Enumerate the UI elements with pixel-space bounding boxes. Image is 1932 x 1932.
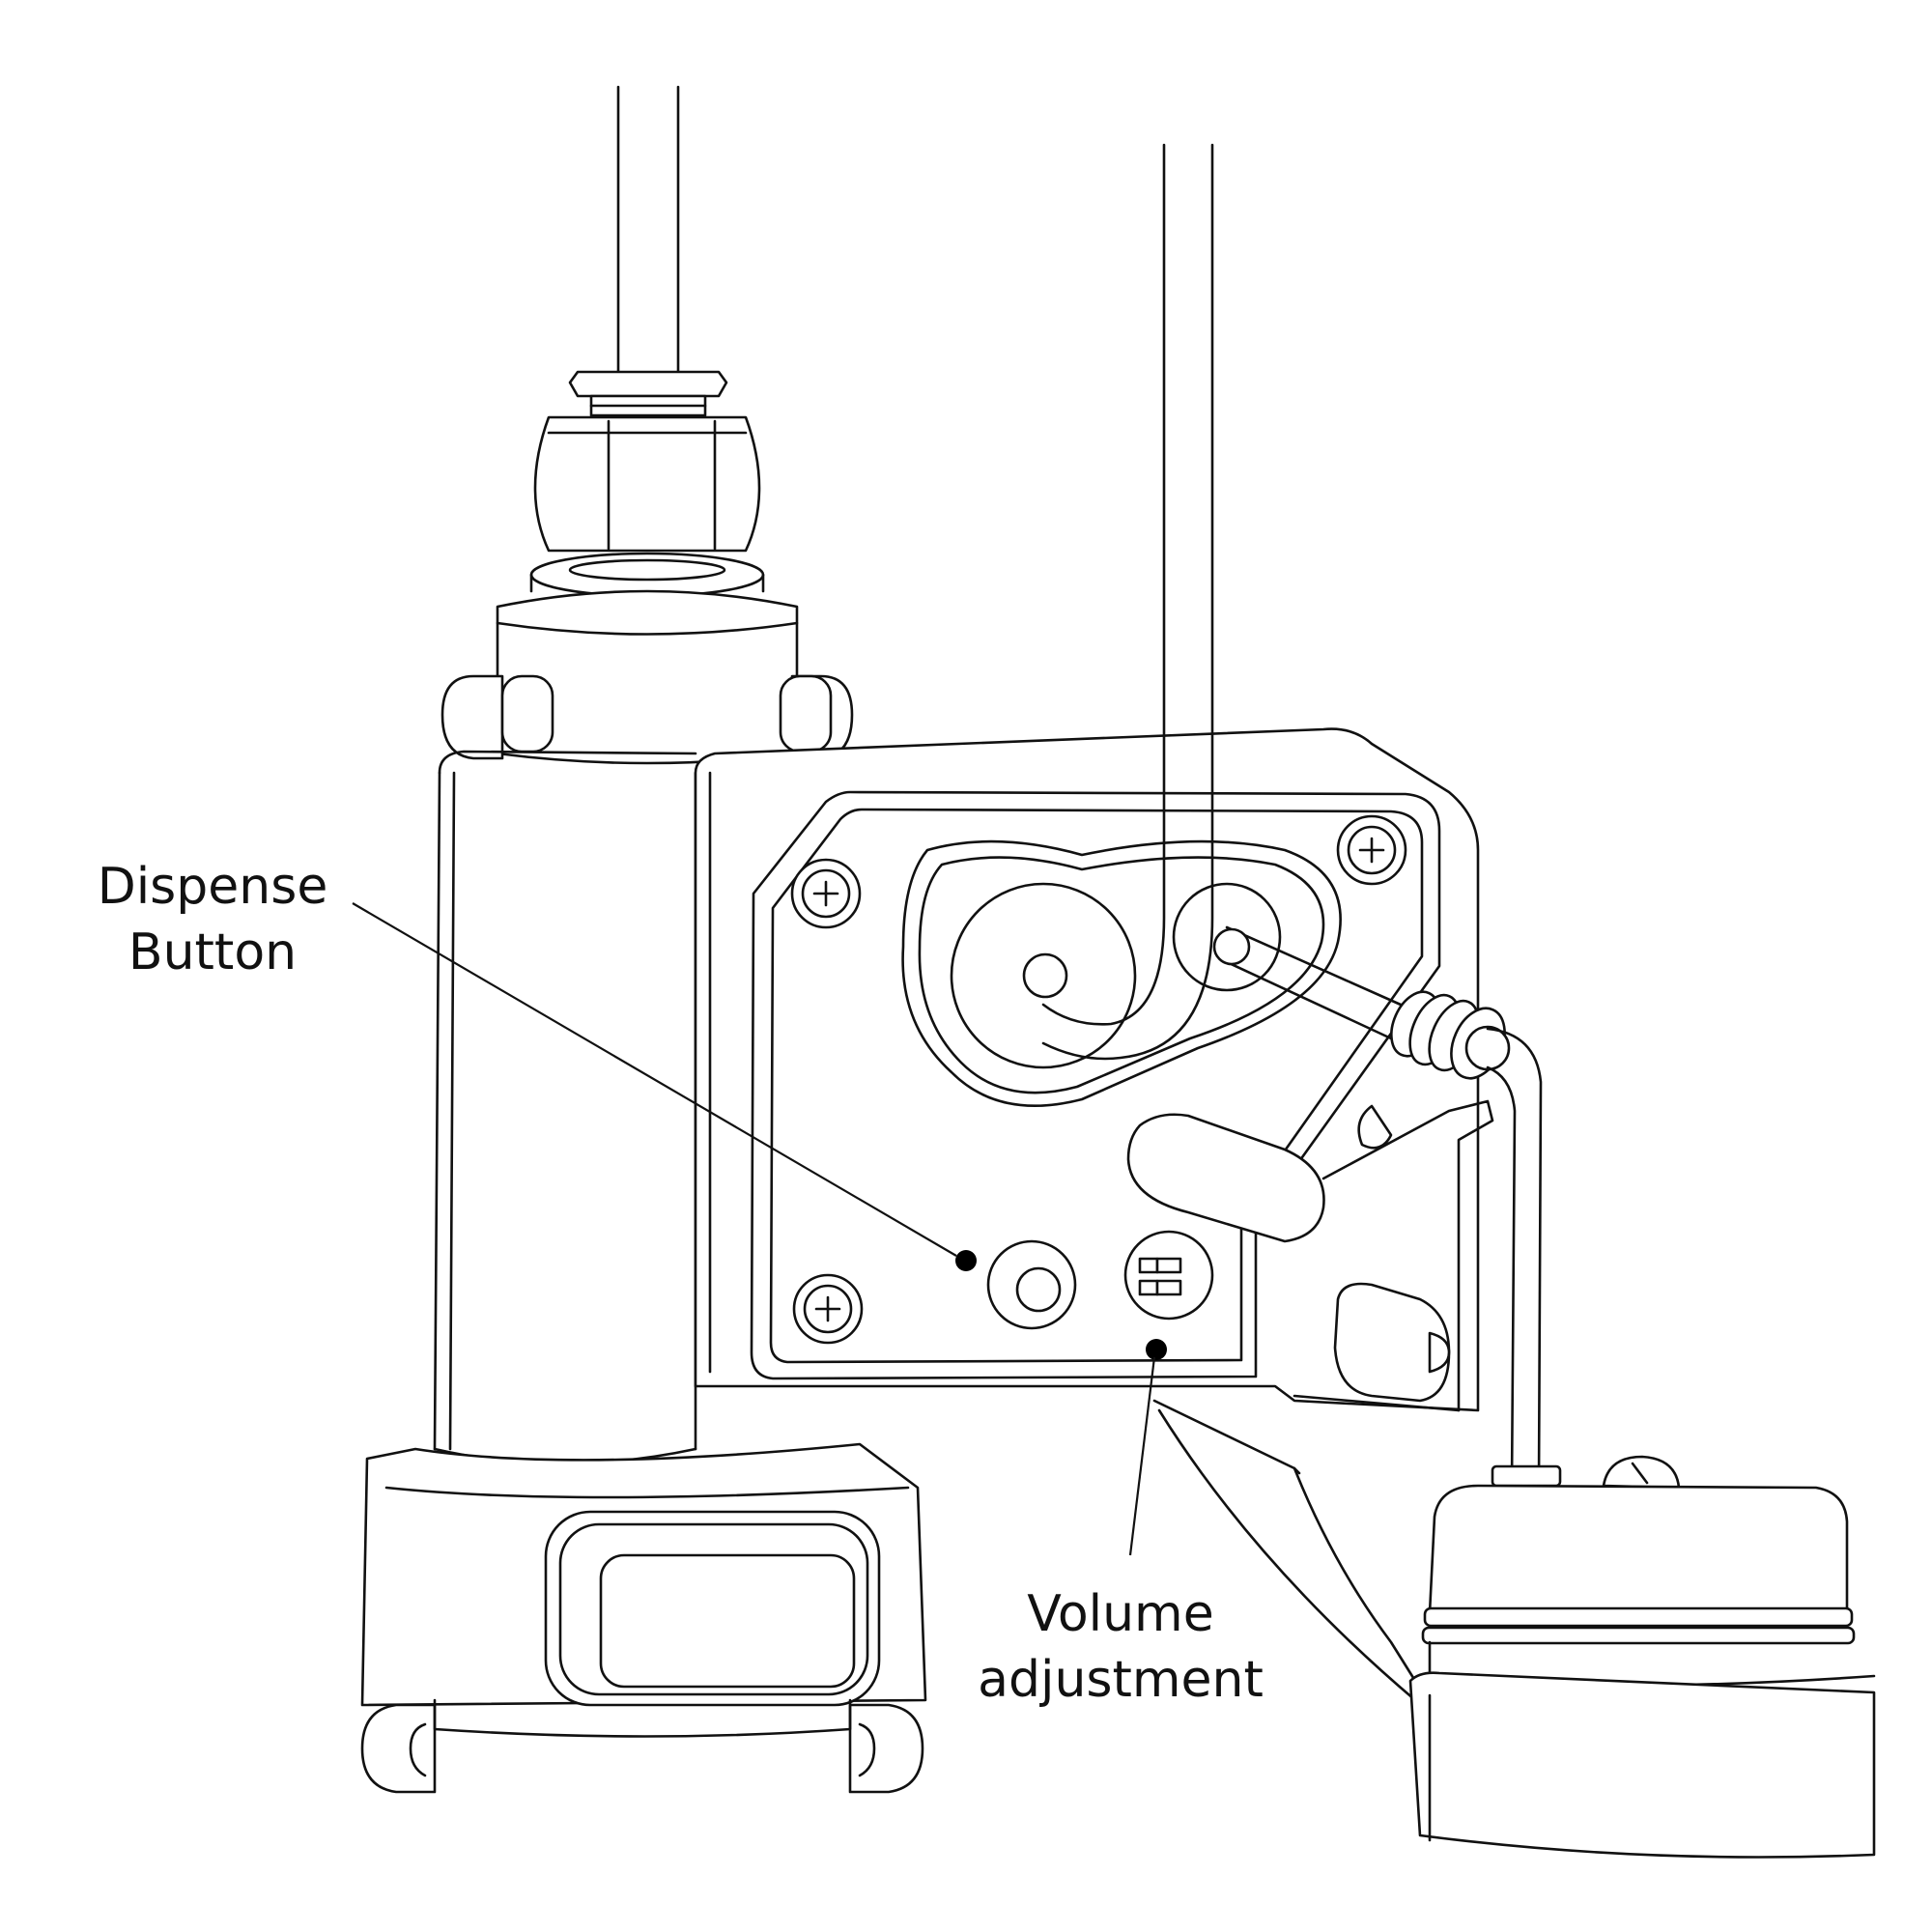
dispense-label-line2: Button: [128, 923, 297, 981]
center-supply-tube: [1022, 143, 1214, 1061]
compression-fitting: [529, 370, 765, 598]
pump-collar: [440, 589, 854, 765]
screw-top-left: [790, 858, 862, 929]
volume-label-line1: Volume: [1027, 1585, 1213, 1643]
pump-base: [360, 1442, 927, 1794]
left-supply-tube: [616, 85, 680, 374]
volume-label-line2: adjustment: [978, 1651, 1264, 1709]
reservoir-cap: [1408, 1455, 1876, 1859]
port-boss: [901, 839, 1342, 1108]
mounting-bracket: [1126, 1099, 1494, 1702]
dispense-label-line1: Dispense: [98, 858, 328, 916]
volume-adjustment-callout: Volume adjustment: [978, 1339, 1264, 1709]
volume-adjustment-switch[interactable]: [1123, 1230, 1214, 1321]
dispense-button[interactable]: [986, 1239, 1077, 1330]
outlet-tube: [1212, 925, 1543, 1490]
dispense-button-callout: Dispense Button: [98, 858, 977, 1271]
pump-body: [433, 750, 697, 1465]
screw-top-right: [1336, 814, 1407, 886]
screw-bottom-left: [792, 1273, 864, 1345]
